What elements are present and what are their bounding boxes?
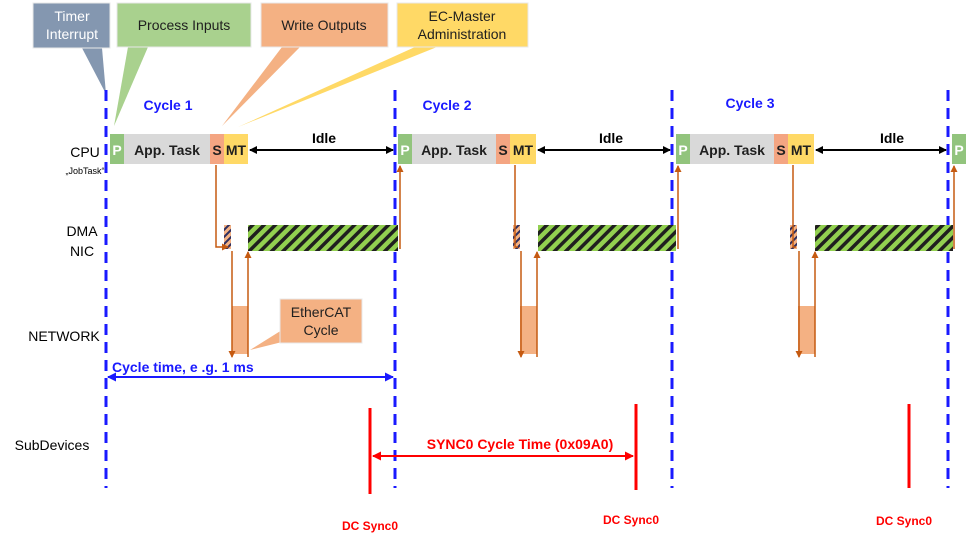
write-outputs-label: Write Outputs — [281, 17, 366, 33]
dc-sync-label: DC Sync0 — [876, 514, 932, 528]
p-block — [952, 134, 966, 164]
s-block-label: S — [212, 142, 221, 158]
mt-block-label: MT — [226, 142, 247, 158]
mt-block — [224, 134, 248, 164]
row-label-subdevices: SubDevices — [15, 437, 90, 453]
ec-master-line1: EC-Master — [429, 8, 496, 24]
idle-label: Idle — [312, 130, 336, 146]
cycle-label-3: Cycle 3 — [725, 95, 774, 111]
app-task-block — [124, 134, 210, 164]
s-block-label: S — [498, 142, 507, 158]
p-block — [676, 134, 690, 164]
p-block — [110, 134, 124, 164]
cycle-label-1: Cycle 1 — [143, 97, 192, 113]
app-task-label: App. Task — [421, 142, 487, 158]
idle-label: Idle — [599, 130, 623, 146]
s-block — [774, 134, 788, 164]
cycle-time-indicator: Cycle time, e .g. 1 ms — [107, 359, 394, 382]
cycle-boundaries — [104, 90, 950, 488]
row-label-cpu: CPU — [70, 144, 100, 160]
network-cycle-fill — [520, 306, 537, 354]
app-task-block — [690, 134, 774, 164]
subdevices-sync: SYNC0 Cycle Time (0x09A0) DC Sync0 DC Sy… — [342, 404, 932, 533]
ec-master-line2: Administration — [418, 26, 507, 42]
sync0-cycle-label: SYNC0 Cycle Time (0x09A0) — [427, 436, 614, 452]
s-block — [496, 134, 510, 164]
cycle-time-label: Cycle time, e .g. 1 ms — [112, 359, 254, 375]
mt-block-label: MT — [791, 142, 812, 158]
network-cycle-fill — [798, 306, 815, 354]
app-task-label: App. Task — [699, 142, 765, 158]
s-block — [210, 134, 224, 164]
ethercat-callout-line1: EtherCAT — [291, 304, 352, 320]
p-block-label: P — [678, 142, 687, 158]
dma-transfer-bar — [815, 225, 953, 251]
network-cycle-fill — [232, 306, 248, 354]
dma-small-hatch — [224, 225, 231, 249]
process-inputs-label: Process Inputs — [138, 17, 231, 33]
cpu-cycle-4-start: P — [952, 134, 966, 164]
cpu-cycle-1: P App. Task S MT Idle — [110, 130, 394, 164]
dc-sync-label: DC Sync0 — [342, 519, 398, 533]
row-label-dma: DMA — [66, 223, 98, 239]
p-block-label: P — [112, 142, 121, 158]
cpu-cycle-2: P App. Task S MT Idle — [398, 130, 671, 164]
row-label-cpu-sub: „JobTask“ — [65, 166, 104, 176]
s-block-label: S — [776, 142, 785, 158]
ethercat-cycle-callout: EtherCAT Cycle — [250, 298, 363, 350]
data-flow-arrow — [792, 165, 796, 248]
data-flow-arrow — [514, 165, 518, 248]
dma-nic-row — [224, 225, 953, 251]
p-block-label: P — [954, 142, 963, 158]
app-task-block — [412, 134, 496, 164]
process-inputs-callout: Process Inputs — [114, 2, 252, 126]
idle-label: Idle — [880, 130, 904, 146]
dma-transfer-bar — [538, 225, 676, 251]
dc-sync-label: DC Sync0 — [603, 513, 659, 527]
write-outputs-callout: Write Outputs — [222, 2, 389, 126]
p-block — [398, 134, 412, 164]
ethercat-callout-line2: Cycle — [303, 322, 338, 338]
app-task-label: App. Task — [134, 142, 200, 158]
ec-master-callout: EC-Master Administration — [238, 2, 529, 127]
cycle-label-2: Cycle 2 — [422, 97, 471, 113]
dma-transfer-bar — [248, 225, 398, 251]
row-label-nic: NIC — [70, 243, 94, 259]
timer-interrupt-callout: Timer Interrupt — [32, 2, 111, 94]
mt-block — [788, 134, 814, 164]
mt-block-label: MT — [513, 142, 534, 158]
cpu-cycle-3: P App. Task S MT Idle — [676, 130, 947, 164]
row-label-network: NETWORK — [28, 328, 100, 344]
timer-callout-line1: Timer — [54, 8, 90, 24]
mt-block — [510, 134, 536, 164]
data-flow-arrow — [215, 165, 229, 251]
data-flow-arrows — [215, 165, 958, 358]
timer-callout-line2: Interrupt — [46, 26, 98, 42]
dma-small-hatch — [513, 225, 520, 249]
p-block-label: P — [400, 142, 409, 158]
